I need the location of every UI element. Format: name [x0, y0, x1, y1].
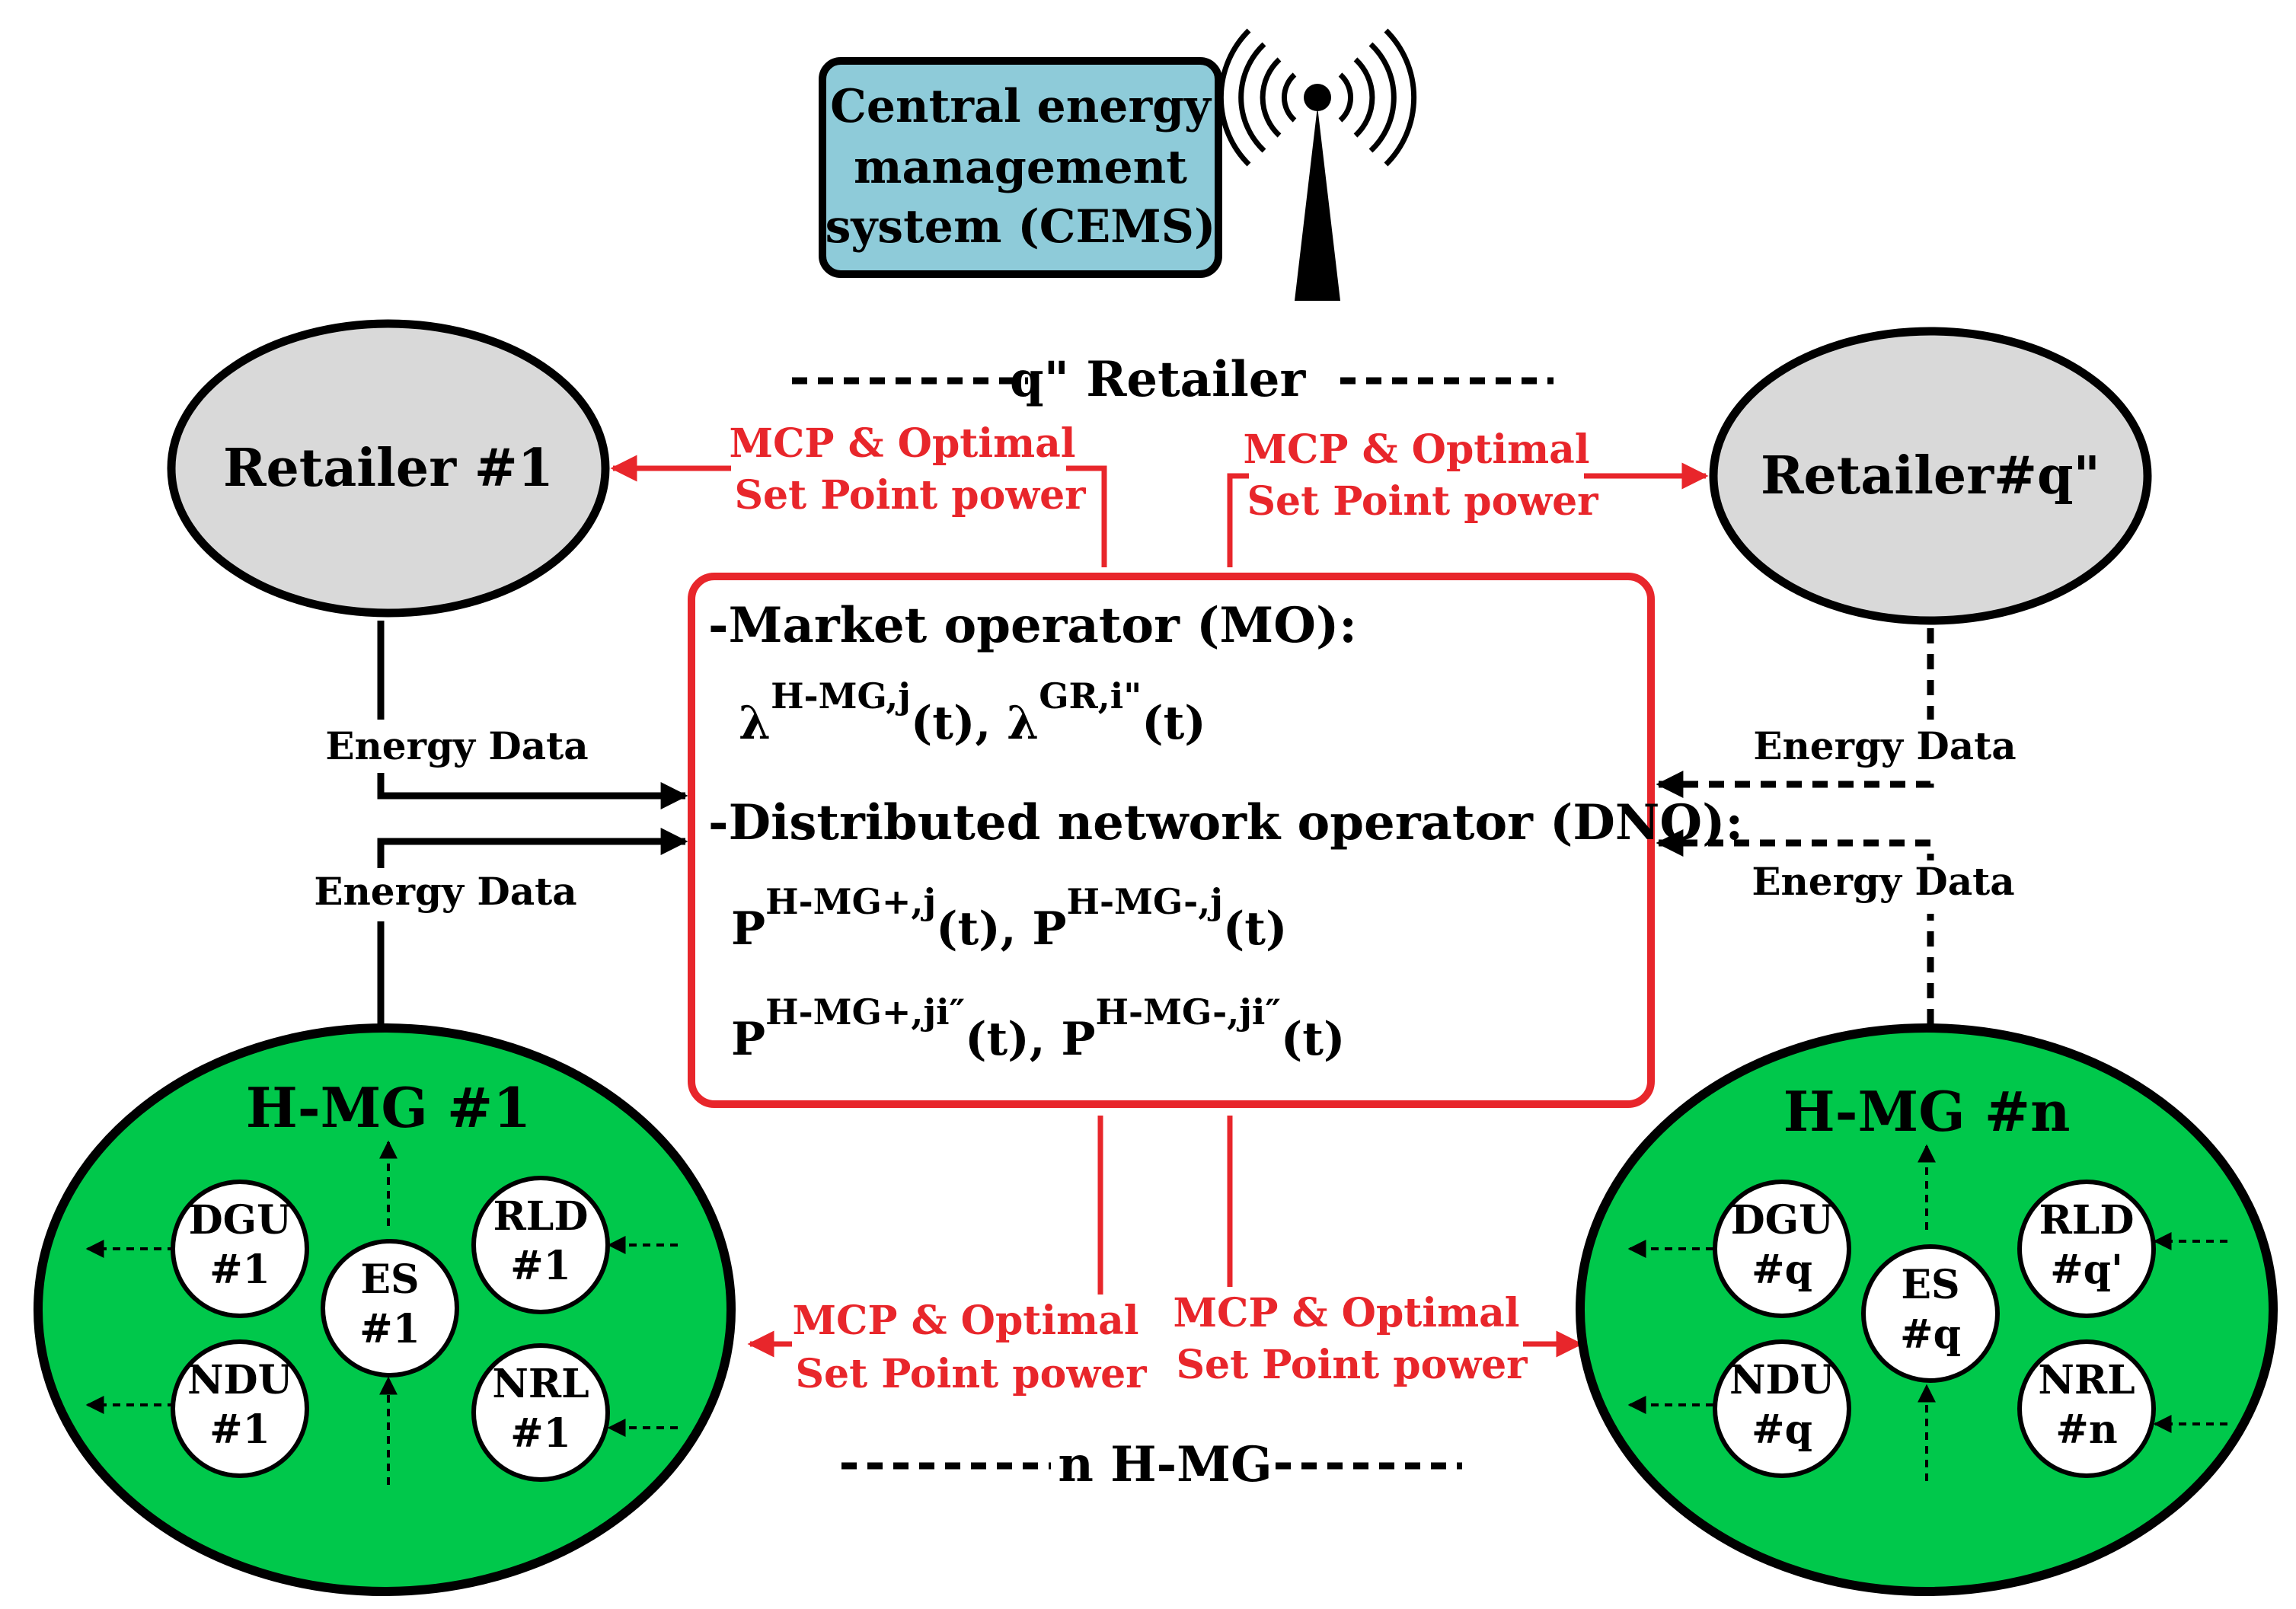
- hmg-n-rld-line-2: #q': [2050, 1247, 2123, 1293]
- energy-arrow-retailer-1: [377, 621, 688, 809]
- retailer-1-ellipse: [167, 319, 610, 618]
- hmg-n-ndu: NDU #q: [1713, 1339, 1851, 1478]
- mcp-label-bottom-right-line-1: MCP & Optimal: [1173, 1290, 1519, 1336]
- hmg-1-ndu-circle: [171, 1339, 309, 1478]
- hmg-n-nrl-circle: [2017, 1339, 2156, 1478]
- mcp-label-bg-bottom-left: [792, 1295, 1127, 1401]
- retailer-q-label: Retailer#q": [1761, 445, 2100, 506]
- hmg-1-nrl-circle: [471, 1343, 610, 1482]
- hmg-n-rld-line-1: RLD: [2039, 1197, 2135, 1243]
- hmg-n-es: ES #q: [1861, 1244, 2000, 1383]
- hmg-1-dgu: DGU #1: [171, 1180, 309, 1318]
- hmg-n-dgu-line-1: DGU: [1731, 1197, 1834, 1243]
- mcp-link-retailer-q: MCP & Optimal Set Point power: [1227, 423, 1709, 567]
- hmg-1-dgu-circle: [171, 1180, 309, 1318]
- mcp-link-retailer-1: MCP & Optimal Set Point power: [610, 415, 1107, 567]
- operator-box: -Market operator (MO): λH-MG,j(t), λGR,i…: [688, 573, 1743, 1108]
- energy-label-bg-4: [1752, 860, 2010, 914]
- mcp-link-hmg-1: MCP & Optimal Set Point power: [747, 1116, 1147, 1401]
- hmg-1-dgu-line-2: #1: [209, 1247, 270, 1293]
- hmg-1-title: H-MG #1: [246, 1075, 532, 1140]
- energy-arrow-hmg-n: [1656, 829, 1934, 1024]
- hmg-1-es: ES #1: [321, 1239, 459, 1378]
- mcp-label-bg-top-left: [731, 415, 1066, 522]
- hmg-footer: n H-MG: [841, 1436, 1462, 1493]
- energy-label-left-1: Energy Data: [325, 723, 588, 768]
- mcp-link-hmg-n: MCP & Optimal Set Point power: [1173, 1116, 1583, 1394]
- hmg-1: H-MG #1 DGU #1 NDU #1 ES #1 RLD #1: [34, 1023, 736, 1596]
- antenna-tower-icon: [1218, 28, 1417, 301]
- cems-label-line-2: management: [854, 141, 1187, 194]
- mcp-label-bottom-left-line-2: Set Point power: [795, 1351, 1147, 1397]
- hmg-1-ndu-line-1: NDU: [187, 1357, 292, 1403]
- hmg-n: H-MG #n DGU #q NDU #q ES #q RLD #q': [1576, 1023, 2278, 1596]
- hmg-1-ndu: NDU #1: [171, 1339, 309, 1478]
- dno-title: -Distributed network operator (DNO):: [708, 794, 1743, 851]
- hmg-n-es-line-2: #q: [1900, 1311, 1961, 1358]
- retailer-q: Retailer#q": [1709, 327, 2152, 625]
- mcp-label-top-left-line-2: Set Point power: [734, 472, 1086, 519]
- mcp-label-top-right-line-1: MCP & Optimal: [1243, 426, 1589, 473]
- operator-box-shape: [688, 573, 1655, 1108]
- hmg-footer-label: n H-MG: [1058, 1436, 1272, 1493]
- hmg-n-es-line-1: ES: [1901, 1262, 1959, 1308]
- dno-formula-1: PH-MG+,j(t), PH-MG-,j(t): [731, 881, 1287, 956]
- hmg-n-ndu-line-1: NDU: [1729, 1357, 1835, 1403]
- hmg-1-es-circle: [321, 1239, 459, 1378]
- mcp-label-bottom-left-line-1: MCP & Optimal: [792, 1298, 1138, 1344]
- cems-box: Central energy management system (CEMS): [819, 57, 1222, 278]
- energy-label-right-2: Energy Data: [1752, 859, 2014, 904]
- mo-formula: λH-MG,j(t), λGR,i"(t): [739, 675, 1206, 750]
- energy-label-left-2: Energy Data: [314, 869, 576, 914]
- retailer-1-label: Retailer #1: [223, 438, 554, 499]
- dno-formula-2: PH-MG+,ji″(t), PH-MG-,ji″(t): [731, 991, 1345, 1066]
- mo-title: -Market operator (MO):: [708, 597, 1357, 654]
- hmg-n-nrl: NRL #n: [2017, 1339, 2156, 1478]
- energy-label-bg-2: [320, 868, 579, 921]
- mcp-label-top-left-line-1: MCP & Optimal: [729, 420, 1075, 467]
- retailer-header-label: q" Retailer: [1010, 351, 1307, 408]
- hmg-n-rld: RLD #q': [2017, 1180, 2156, 1318]
- hmg-1-rld-line-2: #1: [510, 1243, 571, 1289]
- energy-arrow-hmg-1: [377, 828, 688, 1024]
- energy-label-right-1: Energy Data: [1753, 723, 2016, 768]
- energy-arrow-retailer-q: [1656, 628, 1934, 798]
- cems-label-line-3: system (CEMS): [825, 200, 1216, 254]
- hmg-n-es-circle: [1861, 1244, 2000, 1383]
- hmg-n-nrl-line-2: #n: [2055, 1406, 2117, 1453]
- hmg-1-es-line-1: ES: [360, 1256, 419, 1303]
- hmg-1-nrl-line-2: #1: [510, 1410, 571, 1457]
- hmg-n-dgu: DGU #q: [1713, 1180, 1851, 1318]
- retailer-header: q" Retailer: [792, 351, 1554, 408]
- cems-box-shape: [819, 57, 1222, 278]
- mcp-label-bg-bottom-right: [1173, 1287, 1523, 1394]
- hmg-1-rld: RLD #1: [471, 1176, 610, 1314]
- mcp-label-bg-top-right: [1249, 423, 1584, 529]
- hmg-1-nrl-line-1: NRL: [492, 1361, 589, 1407]
- hmg-n-title: H-MG #n: [1783, 1079, 2071, 1144]
- retailer-1: Retailer #1: [167, 319, 610, 618]
- energy-label-bg-1: [327, 720, 586, 773]
- retailer-q-ellipse: [1709, 327, 2152, 625]
- hmg-n-dgu-circle: [1713, 1180, 1851, 1318]
- hmg-1-es-line-2: #1: [359, 1306, 420, 1352]
- hmg-1-nrl: NRL #1: [471, 1343, 610, 1482]
- hmg-n-ndu-circle: [1713, 1339, 1851, 1478]
- hmg-n-ndu-line-2: #q: [1752, 1406, 1812, 1453]
- mcp-label-top-right-line-2: Set Point power: [1247, 478, 1598, 525]
- hmg-1-dgu-line-1: DGU: [189, 1197, 292, 1243]
- cems-label-line-1: Central energy: [830, 80, 1212, 133]
- hmg-n-nrl-line-1: NRL: [2038, 1357, 2135, 1403]
- energy-data-right: Energy Data Energy Data: [1656, 628, 2017, 1024]
- energy-data-left: Energy Data Energy Data: [314, 621, 688, 1024]
- hmg-n-rld-circle: [2017, 1180, 2156, 1318]
- hmg-1-rld-line-1: RLD: [493, 1193, 589, 1240]
- hmg-1-ndu-line-2: #1: [209, 1406, 270, 1453]
- mcp-label-bottom-right-line-2: Set Point power: [1176, 1342, 1528, 1388]
- energy-label-bg-3: [1752, 720, 2010, 773]
- hmg-n-dgu-line-2: #q: [1752, 1247, 1812, 1293]
- hmg-1-rld-circle: [471, 1176, 610, 1314]
